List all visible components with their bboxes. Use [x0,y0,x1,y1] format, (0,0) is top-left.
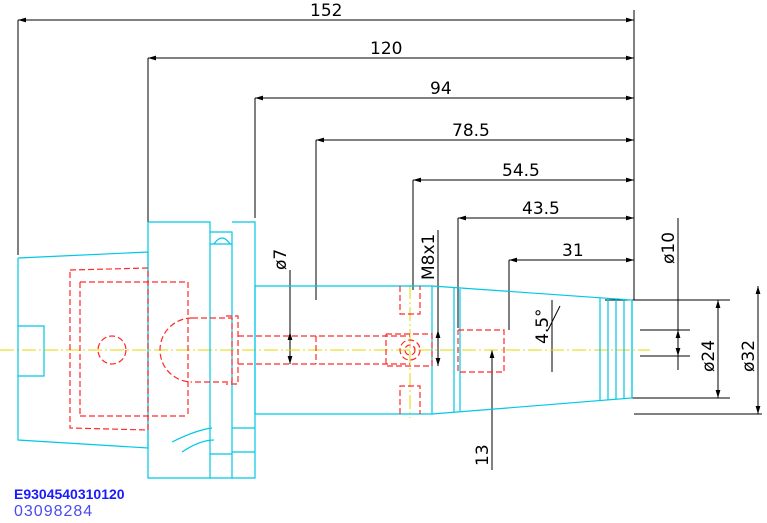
dimension-dia10-label: ø10 [659,232,679,264]
dimension-54-5-label: 54.5 [502,161,540,181]
dimension-m8x1: M8x1 [419,230,441,366]
dimension-angle-label: 4.5° [533,308,553,344]
dimension-dia24-label: ø24 [699,340,719,372]
dimension-120: 120 [148,39,634,61]
dimension-94-label: 94 [430,79,452,99]
dimension-94: 94 [255,79,634,101]
dimension-120-label: 120 [370,39,402,59]
dimension-dia32: ø32 [739,286,761,414]
dimension-152: 152 [18,1,634,23]
dimension-78-5-label: 78.5 [452,121,490,141]
dimension-angle: 4.5° [533,300,561,372]
dimension-dia10: ø10 [659,218,681,370]
dimension-dia24: ø24 [699,300,721,398]
extension-lines [17,10,762,415]
dimension-dia7-label: ø7 [271,249,291,270]
dimension-43-5: 43.5 [458,199,634,221]
dimension-13-label: 13 [473,444,493,466]
part-number-secondary: 03098284 [14,503,94,520]
dimension-dia32-label: ø32 [739,340,759,372]
dimension-78-5: 78.5 [316,121,634,143]
dimension-152-label: 152 [310,1,342,21]
dimension-54-5: 54.5 [413,161,634,183]
dimension-31: 31 [509,241,634,263]
internal-hidden-lines [69,267,505,431]
dimension-13: 13 [473,350,495,470]
dimension-m8x1-label: M8x1 [419,234,439,280]
dimension-31-label: 31 [562,241,584,261]
part-number-primary: E9304540310120 [14,486,125,502]
dimension-dia7: ø7 [271,249,293,364]
dimension-43-5-label: 43.5 [522,199,560,219]
